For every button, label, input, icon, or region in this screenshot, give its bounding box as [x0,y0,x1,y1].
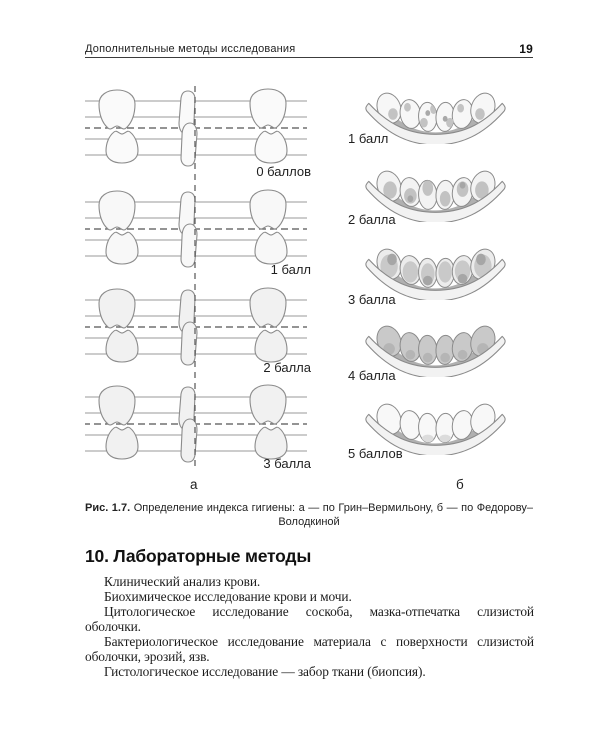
section-heading: 10. Лабораторные методы [85,546,312,566]
figure-caption-line1: Рис. 1.7. Определение индекса гигиены: а… [85,501,533,515]
teeth-arch-score-5 [365,400,506,455]
body-text: Клинический анализ крови. Биохимическое … [85,574,534,679]
figure-caption-number: Рис. 1.7. [85,502,131,514]
subfigure-letter-b: б [456,477,464,492]
paragraph: Гистологическое исследование — забор тка… [104,664,426,679]
paragraph: Биохимическое исследование крови и мочи. [104,589,352,604]
paragraph: Бактериологическое исследование материал… [85,634,534,664]
stain-spots [383,180,489,207]
score-label-right-1: 2 балла [348,212,396,227]
figure-caption-text: Определение индекса гигиены: а — по Грин… [133,502,533,514]
score-label-right-2: 3 балла [348,292,396,307]
paragraph: Цитологическое исследование соскоба, маз… [85,604,534,634]
score-label-right-0: 1 балл [348,131,389,146]
figure-caption: Рис. 1.7. Определение индекса гигиены: а… [85,501,533,529]
score-label-left-1: 1 балл [270,262,311,277]
paragraph: Клинический анализ крови. [104,574,261,589]
figure-caption-line2: Володкиной [278,516,340,528]
score-label-left-3: 3 балла [263,456,311,471]
running-head-title: Дополнительные методы исследования [85,43,296,55]
teeth-arch-score-4 [365,322,506,377]
score-label-right-3: 4 балла [348,368,396,383]
score-label-left-2: 2 балла [263,360,311,375]
header-rule [85,57,533,58]
page-number: 19 [519,42,533,56]
teeth-arch-score-3 [365,245,506,300]
score-label-left-0: 0 баллов [256,164,311,179]
score-label-right-4: 5 баллов [348,446,403,461]
stain-spots [380,253,492,286]
teeth-arch-score-1 [365,89,506,144]
stain-spots [421,434,451,443]
subfigure-letter-a: а [190,477,198,492]
running-head: Дополнительные методы исследования 19 [85,42,533,56]
teeth-arch-score-2 [365,167,506,222]
green-vermillion-diagram [85,86,307,469]
